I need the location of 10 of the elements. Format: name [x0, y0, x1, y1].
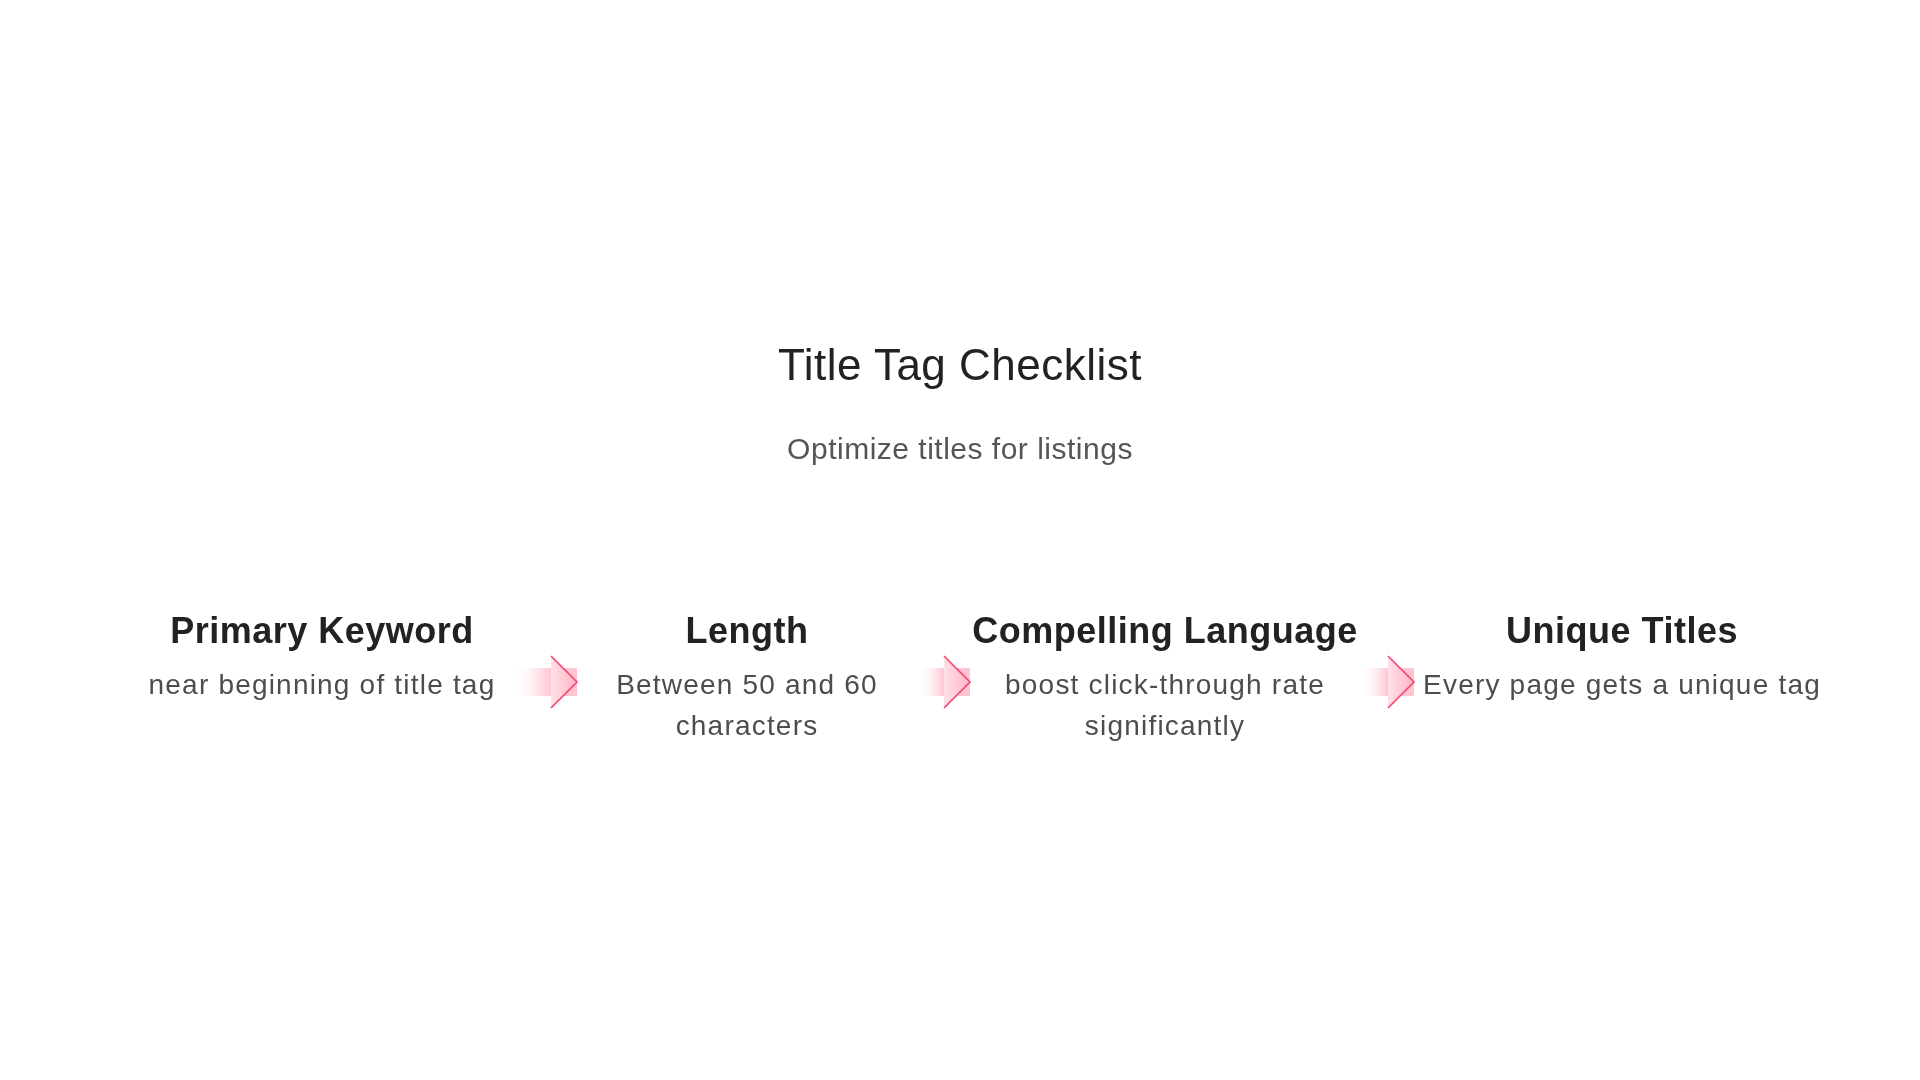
step-description: Every page gets a unique tag — [1423, 668, 1821, 702]
step-description: near beginning of title tag — [148, 668, 496, 702]
diagram-title: Title Tag Checklist — [777, 339, 1143, 391]
step-heading: Length — [685, 609, 809, 653]
step-heading: Unique Titles — [1506, 609, 1738, 653]
step-heading: Compelling Language — [972, 609, 1358, 653]
step-heading: Primary Keyword — [170, 609, 474, 653]
step-description: Between 50 and 60 characters — [615, 668, 879, 743]
subtitle: Optimize titles for listings — [787, 431, 1133, 467]
step-description: boost click-through rate significantly — [1004, 668, 1326, 743]
